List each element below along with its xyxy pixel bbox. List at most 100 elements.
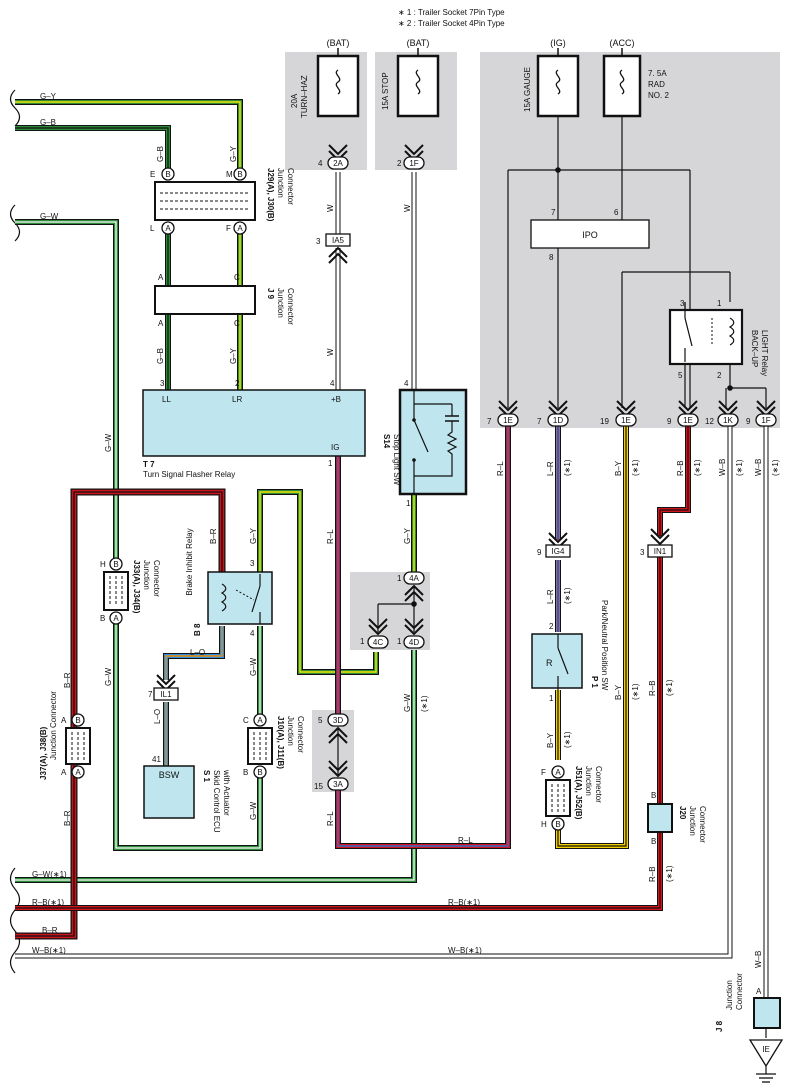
ipo-pin-7: 7 (551, 208, 556, 217)
svg-text:9: 9 (746, 417, 751, 426)
svg-text:B: B (257, 768, 262, 777)
svg-text:B: B (165, 170, 170, 179)
svg-text:B: B (651, 791, 656, 800)
fuse-rad-label-2: RAD (648, 80, 665, 89)
j8-junction-connector: A Connector Junction J 8 (715, 973, 781, 1038)
left-wire-br: B–R (42, 926, 58, 935)
wire-label-star-8: (∗1) (665, 679, 674, 696)
t7-turn-signal-flasher-relay: 3 2 4 LL LR +B IG 1 T 7 Turn Signal Flas… (142, 379, 366, 479)
wire-label-star-10: (∗1) (735, 459, 744, 476)
svg-text:A: A (158, 319, 164, 328)
svg-text:3: 3 (250, 559, 255, 568)
note-1: ∗ 1 : Trailer Socket 7Pin Type (398, 8, 505, 17)
svg-text:R: R (546, 658, 553, 668)
note-2: ∗ 2 : Trailer Socket 4Pin Type (398, 19, 505, 28)
t7-label: T 7 (143, 460, 155, 469)
svg-text:3: 3 (640, 548, 645, 557)
source-bat-2: (BAT) (407, 38, 430, 48)
svg-text:IE: IE (762, 1045, 770, 1054)
fuse-stop-label: 15A STOP (381, 72, 390, 110)
wire-label-br-1: B–R (209, 528, 218, 544)
wire-label-wb-3: W–B (754, 951, 763, 968)
svg-text:2: 2 (397, 159, 402, 168)
svg-text:1: 1 (717, 299, 722, 308)
connector-1f-top: 2 1F (397, 144, 425, 170)
wire-label-by-2: B–Y (614, 460, 623, 476)
fuse-block: (BAT) (BAT) (IG) (ACC) 20A TURN–HAZ 15A … (290, 38, 669, 118)
svg-text:4: 4 (404, 379, 409, 388)
wire-label-gy-1: G–Y (229, 145, 238, 162)
left-wire-gw1: G–W(∗1) (32, 870, 67, 879)
j29-junction-connector: B B A A E M L F J29(A), J30(B) Junction … (150, 167, 295, 235)
connector-ia5: 3 IA5 (316, 233, 351, 264)
svg-text:Junction: Junction (286, 716, 295, 746)
svg-text:3: 3 (680, 299, 685, 308)
svg-text:A: A (113, 614, 119, 623)
wire-label-gy-2: G–Y (229, 347, 238, 364)
wire-label-rl-3: R–L (496, 461, 505, 476)
svg-text:E: E (150, 170, 155, 179)
b8-brake-inhibit-relay: 3 4 Brake Inhibit Relay B 8 (185, 528, 273, 638)
j37-junction-connector: B A A A J37(A), J38(B) Junction Connecto… (39, 691, 91, 780)
svg-text:IG4: IG4 (552, 547, 565, 556)
j10-junction-connector: A B C B J10(A), J11(B) Junction Connecto… (243, 713, 305, 779)
svg-text:C: C (234, 273, 240, 282)
svg-text:Connector: Connector (152, 560, 161, 597)
svg-text:2: 2 (549, 622, 554, 631)
svg-text:5: 5 (318, 716, 323, 725)
wire-label-gw-1: G–W (104, 433, 113, 452)
svg-text:IG: IG (331, 443, 339, 452)
svg-text:Connector: Connector (735, 973, 744, 1010)
backup-relay-label-2: LIGHT Relay (760, 330, 769, 376)
j10-label: J10(A), J11(B) (276, 716, 285, 769)
wire-label-w-2: W (326, 348, 335, 356)
svg-text:A: A (555, 768, 561, 777)
svg-text:A: A (61, 716, 67, 725)
fuse-rad-label-1: 7. 5A (648, 69, 667, 78)
svg-text:Connector: Connector (594, 766, 603, 803)
p1-label: P 1 (590, 676, 599, 688)
svg-text:IL1: IL1 (160, 690, 172, 699)
left-wire-gw: G–W (40, 212, 59, 221)
svg-text:B: B (113, 560, 118, 569)
wire-label-gb-2: G–B (156, 348, 165, 364)
p1-park-neutral-switch: 9 IG4 2 R 1 P 1 Park/Neutral Position SW (531, 532, 609, 703)
wire-label-star-1: (∗1) (420, 695, 429, 712)
svg-text:LR: LR (232, 395, 242, 404)
fuse-turn-haz (316, 54, 360, 118)
left-wire-gy: G–Y (40, 92, 57, 101)
source-acc: (ACC) (610, 38, 635, 48)
svg-text:9: 9 (537, 548, 542, 557)
connector-row: 7 1E 7 1D 19 1E 9 1E 12 1K 9 1F (487, 400, 777, 427)
svg-text:3: 3 (160, 379, 165, 388)
wire-label-gw-3: G–W (249, 657, 258, 676)
svg-text:4: 4 (330, 379, 335, 388)
wire-label-by-3: B–Y (614, 684, 623, 700)
svg-text:H: H (541, 820, 547, 829)
svg-text:A: A (75, 768, 81, 777)
svg-text:Connector: Connector (698, 806, 707, 843)
s14-stop-light-switch: 4 1 S14 Stop Light SW (382, 379, 468, 508)
s1-label: S 1 (202, 770, 211, 783)
s14-label: S14 (382, 434, 391, 449)
wire-label-gw-4: G–W (249, 801, 258, 820)
b8-label: B 8 (193, 623, 202, 636)
left-wire-gb: G–B (40, 118, 56, 127)
wire-label-gy-4: G–Y (403, 527, 412, 544)
svg-text:7: 7 (148, 690, 153, 699)
svg-text:F: F (226, 224, 231, 233)
svg-text:1: 1 (360, 637, 365, 646)
fuse-stop (396, 54, 440, 118)
svg-text:Stop Light SW: Stop Light SW (392, 434, 401, 486)
fuse-gauge (536, 54, 580, 118)
j8-label: J 8 (715, 1020, 724, 1032)
source-bat-1: (BAT) (327, 38, 350, 48)
b8-name: Brake Inhibit Relay (185, 528, 194, 595)
svg-text:H: H (100, 560, 106, 569)
wire-label-gy-3: G–Y (249, 527, 258, 544)
svg-text:2: 2 (717, 371, 722, 380)
svg-text:B: B (243, 768, 248, 777)
wires (15, 99, 769, 1000)
svg-text:1E: 1E (683, 416, 693, 425)
wire-label-rb-2: R–B (648, 680, 657, 696)
